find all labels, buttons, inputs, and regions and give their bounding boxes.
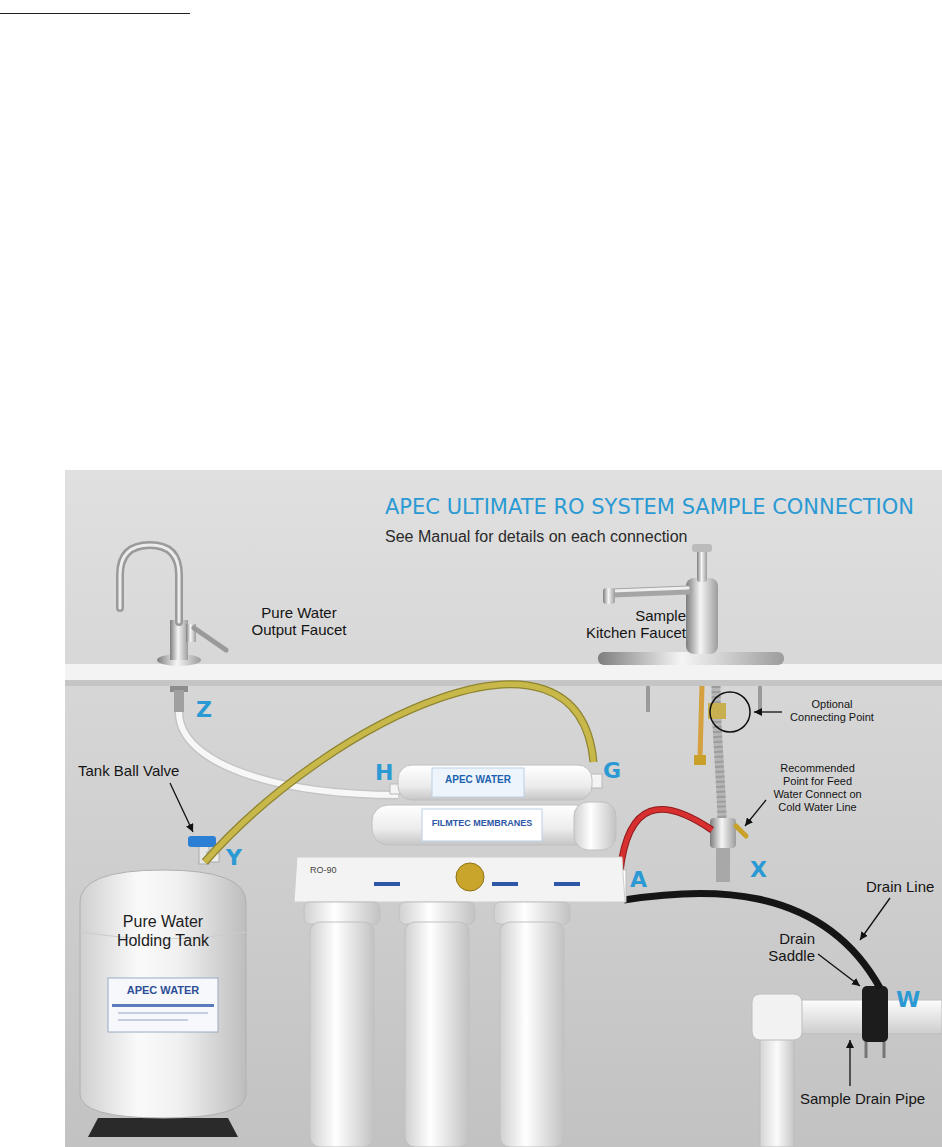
ro-unit-outline-part xyxy=(422,809,542,841)
pure-water-faucet-part xyxy=(120,545,179,622)
leader-arrows-part xyxy=(849,1040,850,1086)
leader-arrows-part xyxy=(170,783,193,832)
model-number: RO-90 xyxy=(310,865,370,876)
ro-unit-outline-part xyxy=(492,882,518,886)
drain-pipe xyxy=(752,986,942,1147)
kitchen-faucet-part xyxy=(598,652,784,665)
ro-unit-outline-part xyxy=(456,863,484,891)
cold-water-line-part xyxy=(710,818,736,848)
leader-arrows-part xyxy=(818,954,860,986)
kitchen-faucet-part xyxy=(692,544,712,552)
callout-letter: Z xyxy=(196,698,212,722)
drain-pipe-part xyxy=(865,1040,868,1058)
tank-outline-part xyxy=(108,978,218,1032)
cold-water-line-part xyxy=(700,686,702,758)
ro-unit-outline-part xyxy=(398,765,592,800)
ro-unit-outline-part xyxy=(432,768,524,797)
kitchen-faucet-part xyxy=(612,588,688,591)
rule-line xyxy=(0,13,190,14)
kitchen-faucet-part xyxy=(758,686,762,712)
ro-unit-outline-part xyxy=(372,805,592,845)
ro-unit-outline-part xyxy=(304,902,380,924)
tank-ball-valve-part xyxy=(188,836,216,847)
pure-water-faucet xyxy=(120,545,226,712)
holding-tank: Pure Water Holding TankAPEC WATER xyxy=(68,862,258,1137)
drain-pipe-part xyxy=(760,1030,794,1147)
ro-unit-outline-part xyxy=(500,922,564,1147)
tubing-part xyxy=(620,809,712,872)
tank-outline-part xyxy=(118,1019,188,1021)
ro-unit-outline-part xyxy=(494,902,570,924)
cold-water-line-part xyxy=(736,826,746,836)
ro-unit-outline-part xyxy=(574,802,616,850)
wall-background-part xyxy=(65,664,942,680)
tubing-part xyxy=(620,809,712,872)
component-label: Tank Ball Valve xyxy=(78,762,179,779)
ro-unit-outline-part xyxy=(374,882,400,886)
kitchen-faucet-part xyxy=(646,686,650,712)
tank-outline-part xyxy=(112,1004,214,1007)
subtitle: See Manual for details on each connectio… xyxy=(385,527,687,546)
ro-unit-outline-part xyxy=(405,922,469,1147)
callout-letter: X xyxy=(750,858,767,882)
kitchen-faucet-part xyxy=(697,548,707,582)
callout-note: Recommended Point for Feed Water Connect… xyxy=(770,762,865,814)
tube-connector xyxy=(205,684,594,862)
wall-background-part xyxy=(65,470,942,1147)
callout-letter: G xyxy=(603,759,621,783)
drain-pipe-part xyxy=(752,994,802,1040)
callout-letter: W xyxy=(896,988,920,1012)
tubing-part xyxy=(624,893,880,988)
ro-filter-unit: APEC WATER FILMTEC MEMBRANES RO-90 xyxy=(292,762,627,1147)
tank-outline-part xyxy=(118,1012,208,1014)
leader-arrows-part xyxy=(860,898,890,940)
leader-arrows-part xyxy=(745,800,766,826)
component-label: Drain Line xyxy=(866,878,934,895)
component-label: Pure Water Output Faucet xyxy=(248,604,350,638)
drain-pipe-part xyxy=(883,1040,886,1058)
tank-outline-part xyxy=(88,1118,238,1137)
ro-unit-outline-part xyxy=(399,902,475,924)
ro-unit-outline-part xyxy=(554,882,580,886)
brand-mark: APEC WATER xyxy=(108,984,218,997)
wall-background xyxy=(65,470,942,1147)
component-label: Drain Saddle xyxy=(735,930,815,964)
leader-arrows-part xyxy=(754,711,782,712)
cold-water-line-part xyxy=(710,692,750,732)
cold-water-line-part xyxy=(716,848,730,882)
callout-note: Optional Connecting Point xyxy=(786,698,878,724)
callout-letter: H xyxy=(375,761,393,785)
callout-letter: A xyxy=(630,868,647,892)
drain-pipe-part xyxy=(862,986,888,1042)
pure-water-faucet-part xyxy=(120,545,179,622)
cold-water-line-part xyxy=(694,755,706,765)
diagram-title: APEC ULTIMATE RO SYSTEM SAMPLE CONNECTIO… xyxy=(385,494,914,520)
ro-unit-outline-part xyxy=(294,857,625,902)
brand-mark: APEC WATER xyxy=(432,774,524,786)
tank-label: Pure Water Holding Tank xyxy=(98,912,228,950)
component-label: Sample Drain Pipe xyxy=(800,1090,925,1107)
cold-water-line xyxy=(694,686,750,882)
tube-connector-stroke xyxy=(205,684,594,862)
pure-water-faucet-part xyxy=(194,628,226,650)
tank-outline-part xyxy=(80,870,246,1118)
callout-letter: Y xyxy=(226,846,242,870)
kitchen-faucet-part xyxy=(603,588,615,604)
pure-water-faucet-part xyxy=(174,690,184,712)
component-label: Sample Kitchen Faucet xyxy=(583,607,686,641)
product-mark: FILMTEC MEMBRANES xyxy=(422,818,542,829)
tube-connector-stroke xyxy=(205,684,594,862)
tank-outline xyxy=(68,862,258,1137)
ro-unit-outline-part xyxy=(310,922,374,1147)
